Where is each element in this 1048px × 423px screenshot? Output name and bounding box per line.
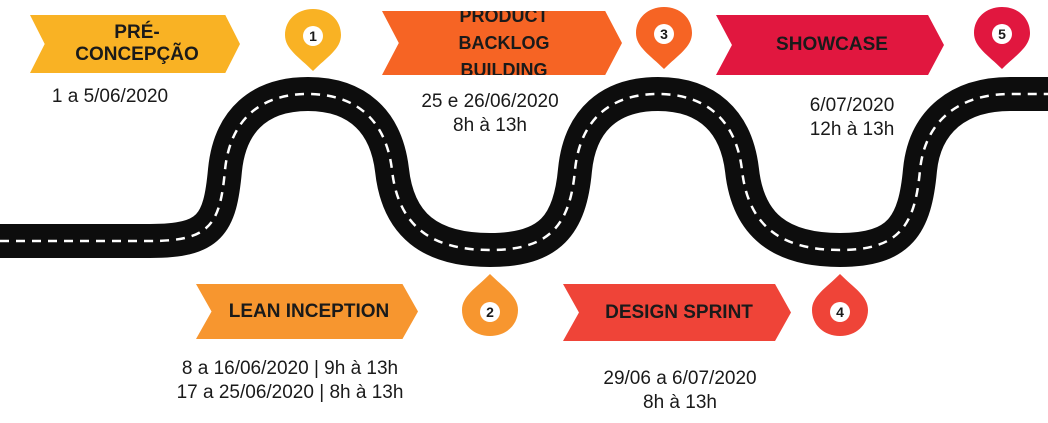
stage-2-title: LEAN INCEPTION [228,300,390,322]
stage-2-info-line-2: 17 a 25/06/2020 | 8h à 13h [176,382,404,403]
stage-3-info-line-2: 8h à 13h [453,115,527,136]
stage-3-info: 25 e 26/06/2020 8h à 13h [400,90,580,138]
stage-4-info-line-2: 8h à 13h [643,392,717,413]
stage-5-banner: SHOWCASE [716,15,944,75]
stage-2-info-line-1: 8 a 16/06/2020 | 9h à 13h [181,358,399,379]
stage-1-marker: 1 [283,7,343,77]
stage-2-marker: 2 [460,272,520,342]
stage-5-info-line-2: 12h à 13h [809,119,895,140]
stage-3-title-line-2: BUILDING [460,59,548,80]
stage-5-marker: 5 [972,5,1032,75]
stage-4-number: 4 [830,302,850,322]
stage-3-number: 3 [654,24,674,44]
road-lane-marking [0,92,1048,252]
stage-2-number: 2 [480,302,500,322]
stage-1-info: 1 a 5/06/2020 [20,85,200,109]
stage-5-number: 5 [992,24,1012,44]
stage-1-number: 1 [303,26,323,46]
stage-1-title: PRÉ-CONCEPÇÃO [75,22,199,65]
stage-4-title: DESIGN SPRINT [605,301,753,323]
stage-5-info: 6/07/2020 12h à 13h [762,94,942,142]
stage-1-banner: PRÉ-CONCEPÇÃO [30,15,240,73]
stage-3-title-line-1: PRODUCT BACKLOG [458,5,550,53]
stage-5-title: SHOWCASE [776,34,888,55]
stage-4-info-line-1: 29/06 a 6/07/2020 [603,368,757,389]
stage-4-info: 29/06 a 6/07/2020 8h à 13h [580,367,780,415]
stage-2-banner: LEAN INCEPTION [196,284,418,339]
stage-4-marker: 4 [810,272,870,342]
stage-3-marker: 3 [634,5,694,75]
stage-3-info-line-1: 25 e 26/06/2020 [421,91,559,112]
stage-2-info: 8 a 16/06/2020 | 9h à 13h 17 a 25/06/202… [150,357,430,405]
stage-1-info-line: 1 a 5/06/2020 [51,86,169,107]
stage-4-banner: DESIGN SPRINT [563,284,791,341]
stage-5-info-line-1: 6/07/2020 [809,95,895,116]
stage-3-banner: PRODUCT BACKLOG BUILDING [382,11,622,75]
